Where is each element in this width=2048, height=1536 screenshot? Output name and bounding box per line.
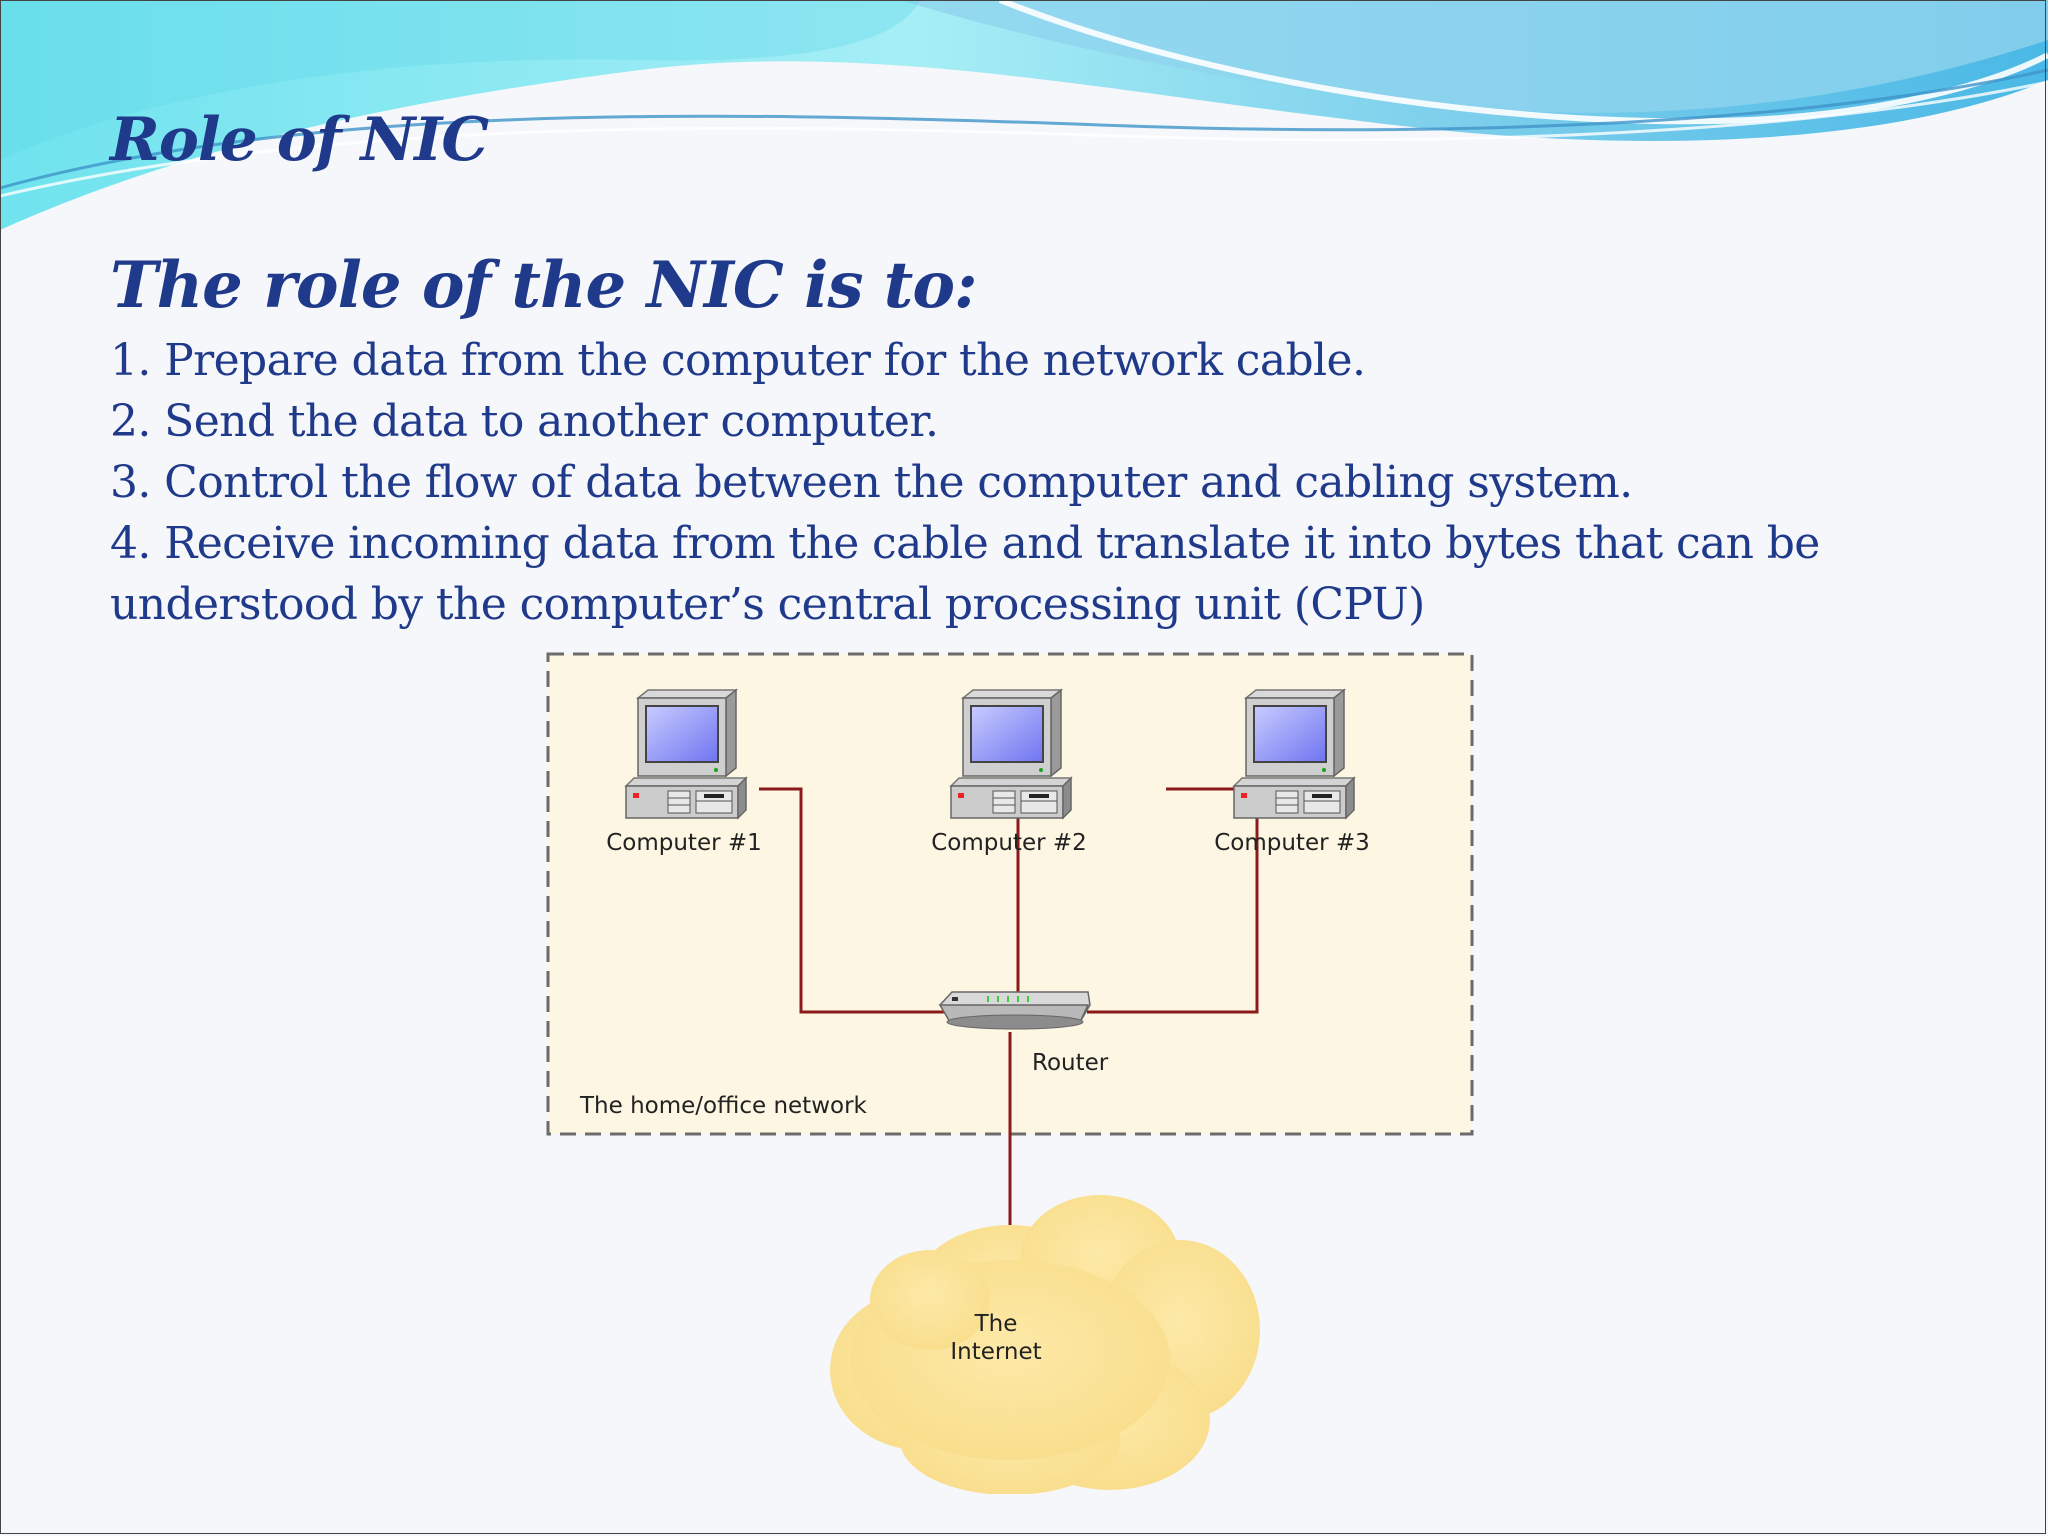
network-label: The home/office network <box>579 1093 868 1119</box>
internet-label-line2: Internet <box>950 1339 1041 1365</box>
slide-title: Role of NIC <box>110 105 489 175</box>
internet-label-line1: The <box>974 1311 1018 1337</box>
network-cables <box>759 787 1259 1225</box>
list-item: 3. Control the flow of data between the … <box>110 457 1633 508</box>
wave-banner <box>0 0 2048 230</box>
subheading: The role of the NIC is to: <box>110 248 978 323</box>
list-item: 1. Prepare data from the computer for th… <box>110 335 1366 386</box>
role-list: 1. Prepare data from the computer for th… <box>110 330 1990 635</box>
list-item: 2. Send the data to another computer. <box>110 396 939 447</box>
router-label: Router <box>1032 1050 1109 1076</box>
network-diagram: Computer #1 Computer #2 Computer #3 Rout… <box>546 652 1474 1494</box>
list-item: 4. Receive incoming data from the cable … <box>110 518 1820 569</box>
router-icon <box>938 991 1091 1030</box>
list-item-continued: understood by the computer’s central pro… <box>110 579 1425 630</box>
internet-cloud-icon <box>830 1195 1260 1494</box>
computer-1-label: Computer #1 <box>606 830 762 856</box>
computer-1-icon <box>625 689 747 819</box>
computer-2-label: Computer #2 <box>931 830 1087 856</box>
computer-3-label: Computer #3 <box>1214 830 1370 856</box>
computer-3-icon <box>1233 689 1355 819</box>
computer-2-icon <box>950 689 1072 819</box>
